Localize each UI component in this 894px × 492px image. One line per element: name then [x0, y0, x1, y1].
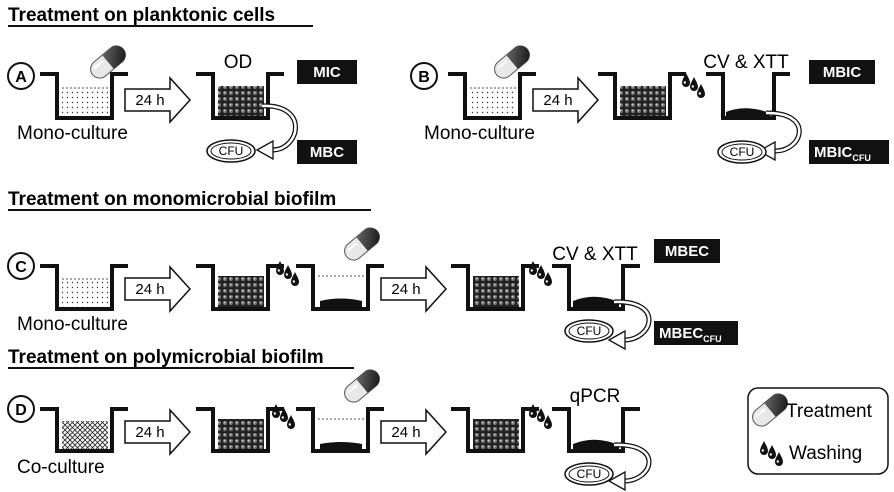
- culture-label: Mono-culture: [17, 314, 128, 335]
- legend-washing-label: Washing: [789, 443, 862, 464]
- time-label: 24 h: [543, 92, 572, 109]
- readout-label: qPCR: [570, 386, 621, 407]
- svg-text:MBC: MBC: [310, 144, 344, 161]
- well-grown: [196, 264, 284, 311]
- well-biofilm: [552, 264, 640, 311]
- arrow-24h: 24 h: [380, 408, 448, 456]
- well-biofilm: [552, 407, 640, 453]
- svg-text:MBICCFU: MBICCFU: [814, 144, 871, 163]
- plate-label: CFU: [730, 145, 755, 159]
- well-treated-biofilm: [296, 264, 384, 311]
- endpoint-badge-mic: MIC: [297, 60, 357, 84]
- well-grown: [598, 72, 686, 120]
- panel-letter: C: [15, 259, 27, 276]
- droplets-icon: [529, 261, 552, 286]
- transfer-arrow: [255, 103, 298, 161]
- transfer-arrow: [607, 299, 652, 351]
- badge-main: MBIC: [814, 144, 852, 161]
- well-treated-biofilm: [296, 407, 384, 453]
- panel-letter: A: [15, 69, 27, 86]
- time-label: 24 h: [391, 281, 420, 298]
- endpoint-badge-mbc: MBC: [297, 140, 357, 164]
- arrow-24h: 24 h: [380, 265, 448, 313]
- culture-label: Mono-culture: [17, 123, 128, 144]
- panel-letter: D: [15, 402, 27, 419]
- panel-label-circle: [7, 252, 35, 280]
- culture-label: Mono-culture: [424, 123, 535, 144]
- panel-label-circle: [7, 62, 35, 90]
- badge-subscript: CFU: [703, 334, 722, 344]
- endpoint-badge-mbec: MBEC: [654, 239, 720, 263]
- well-inoculated: [448, 72, 536, 120]
- time-label: 24 h: [135, 424, 164, 441]
- svg-text:MIC: MIC: [313, 64, 341, 81]
- arrow-24h: 24 h: [124, 408, 192, 456]
- cfu-plate: CFU: [564, 462, 614, 486]
- plate-label: CFU: [577, 467, 602, 481]
- section-title-polymicrobial: Treatment on polymicrobial biofilm: [8, 347, 324, 368]
- droplets-icon: [276, 261, 299, 286]
- svg-text:MBIC: MBIC: [823, 64, 861, 81]
- arrow-24h: 24 h: [532, 76, 600, 124]
- well-grown: [196, 72, 284, 120]
- panel-label-circle: [7, 395, 35, 423]
- arrow-24h: 24 h: [124, 265, 192, 313]
- panel-a: A Mono-culture 24 h OD CFU: [7, 41, 357, 164]
- well-grown: [451, 407, 539, 453]
- arrow-24h: 24 h: [124, 76, 192, 124]
- capsule-icon: [339, 365, 385, 407]
- cfu-plate: CFU: [564, 319, 614, 343]
- legend-treatment-label: Treatment: [786, 401, 873, 422]
- plate-label: CFU: [219, 144, 244, 158]
- capsule-icon: [339, 223, 385, 265]
- well-biofilm: [706, 72, 790, 120]
- endpoint-badge-mbec-cfu: MBECCFU: [654, 321, 738, 345]
- droplets-icon: [529, 404, 552, 429]
- endpoint-badge-mbic-cfu: MBICCFU: [809, 140, 889, 164]
- legend-box: Treatment Washing: [747, 387, 889, 475]
- panel-d: D Co-culture 24 h 24 h: [7, 365, 652, 492]
- panel-letter: B: [418, 69, 430, 86]
- panel-c: C Mono-culture 24 h 24 h: [7, 223, 738, 351]
- svg-text:MBECCFU: MBECCFU: [659, 325, 722, 344]
- endpoint-badge-mbic: MBIC: [809, 60, 875, 84]
- transfer-arrow: [607, 442, 652, 492]
- section-title-monomicrobial: Treatment on monomicrobial biofilm: [8, 189, 336, 210]
- readout-label: OD: [224, 52, 253, 73]
- plate-label: CFU: [577, 324, 602, 338]
- time-label: 24 h: [135, 92, 164, 109]
- panel-label-circle: [410, 62, 438, 90]
- readout-label: CV & XTT: [552, 244, 638, 265]
- culture-label: Co-culture: [17, 457, 105, 478]
- well-inoculated: [40, 264, 128, 311]
- svg-text:MBEC: MBEC: [665, 243, 709, 260]
- cfu-plate: CFU: [206, 139, 256, 163]
- well-grown: [451, 264, 539, 311]
- section-title-planktonic: Treatment on planktonic cells: [8, 5, 275, 26]
- badge-subscript: CFU: [852, 153, 871, 163]
- droplets-icon: [682, 73, 705, 98]
- well-grown: [196, 407, 284, 453]
- time-label: 24 h: [135, 281, 164, 298]
- transfer-arrow: [757, 110, 802, 162]
- panel-b: B Mono-culture 24 h CV & XTT: [410, 41, 889, 164]
- readout-label: CV & XTT: [703, 52, 789, 73]
- badge-main: MBEC: [659, 325, 703, 342]
- well-inoculated: [40, 72, 128, 120]
- cfu-plate: CFU: [717, 140, 767, 164]
- time-label: 24 h: [391, 424, 420, 441]
- well-inoculated: [40, 407, 128, 453]
